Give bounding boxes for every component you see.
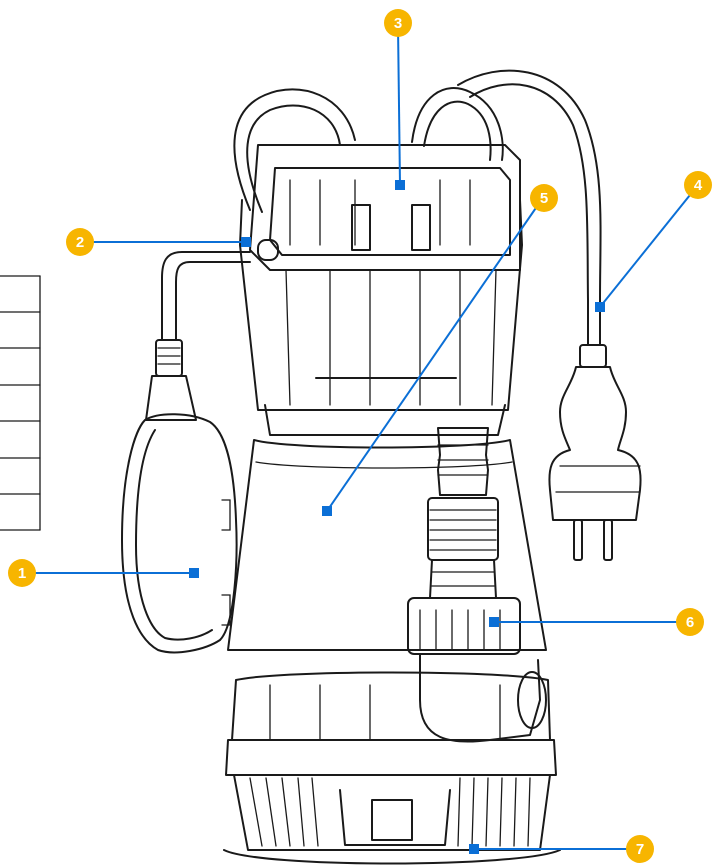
callout-anchor-1 xyxy=(189,568,199,578)
callout-4: 4 xyxy=(684,171,712,199)
callout-anchor-4 xyxy=(595,302,605,312)
outlet-connector xyxy=(407,427,547,743)
table-fragment xyxy=(0,275,41,531)
callout-leaders xyxy=(34,25,695,854)
callout-3: 3 xyxy=(384,9,412,37)
callout-bubble xyxy=(684,171,712,199)
callout-number: 1 xyxy=(18,565,26,582)
pump-base xyxy=(223,671,561,865)
power-plug xyxy=(548,344,642,561)
float-switch-cable xyxy=(145,239,279,421)
callout-number: 4 xyxy=(694,177,703,194)
upper-housing xyxy=(239,144,523,436)
callout-bubble xyxy=(384,9,412,37)
callout-number: 3 xyxy=(394,15,402,32)
handle-loops xyxy=(233,87,504,213)
callout-anchor-6 xyxy=(489,617,499,627)
callout-bubble xyxy=(626,835,654,863)
callout-bubble xyxy=(8,559,36,587)
callout-bubble xyxy=(530,184,558,212)
callout-number: 2 xyxy=(76,234,84,251)
callout-anchor-7 xyxy=(469,844,479,854)
callout-anchor-5 xyxy=(322,506,332,516)
callout-anchor-2 xyxy=(241,237,251,247)
callout-bubble xyxy=(66,228,94,256)
power-cable xyxy=(457,69,602,346)
callout-number: 6 xyxy=(686,614,694,631)
callout-1: 1 xyxy=(8,559,36,587)
callout-2: 2 xyxy=(66,228,94,256)
callout-number: 5 xyxy=(540,190,548,207)
pump-body xyxy=(227,439,547,651)
callout-7: 7 xyxy=(626,835,654,863)
callout-6: 6 xyxy=(676,608,704,636)
callout-5: 5 xyxy=(530,184,558,212)
float-switch xyxy=(121,413,238,654)
callout-bubble xyxy=(676,608,704,636)
callout-number: 7 xyxy=(636,841,644,858)
callout-anchor-3 xyxy=(395,180,405,190)
